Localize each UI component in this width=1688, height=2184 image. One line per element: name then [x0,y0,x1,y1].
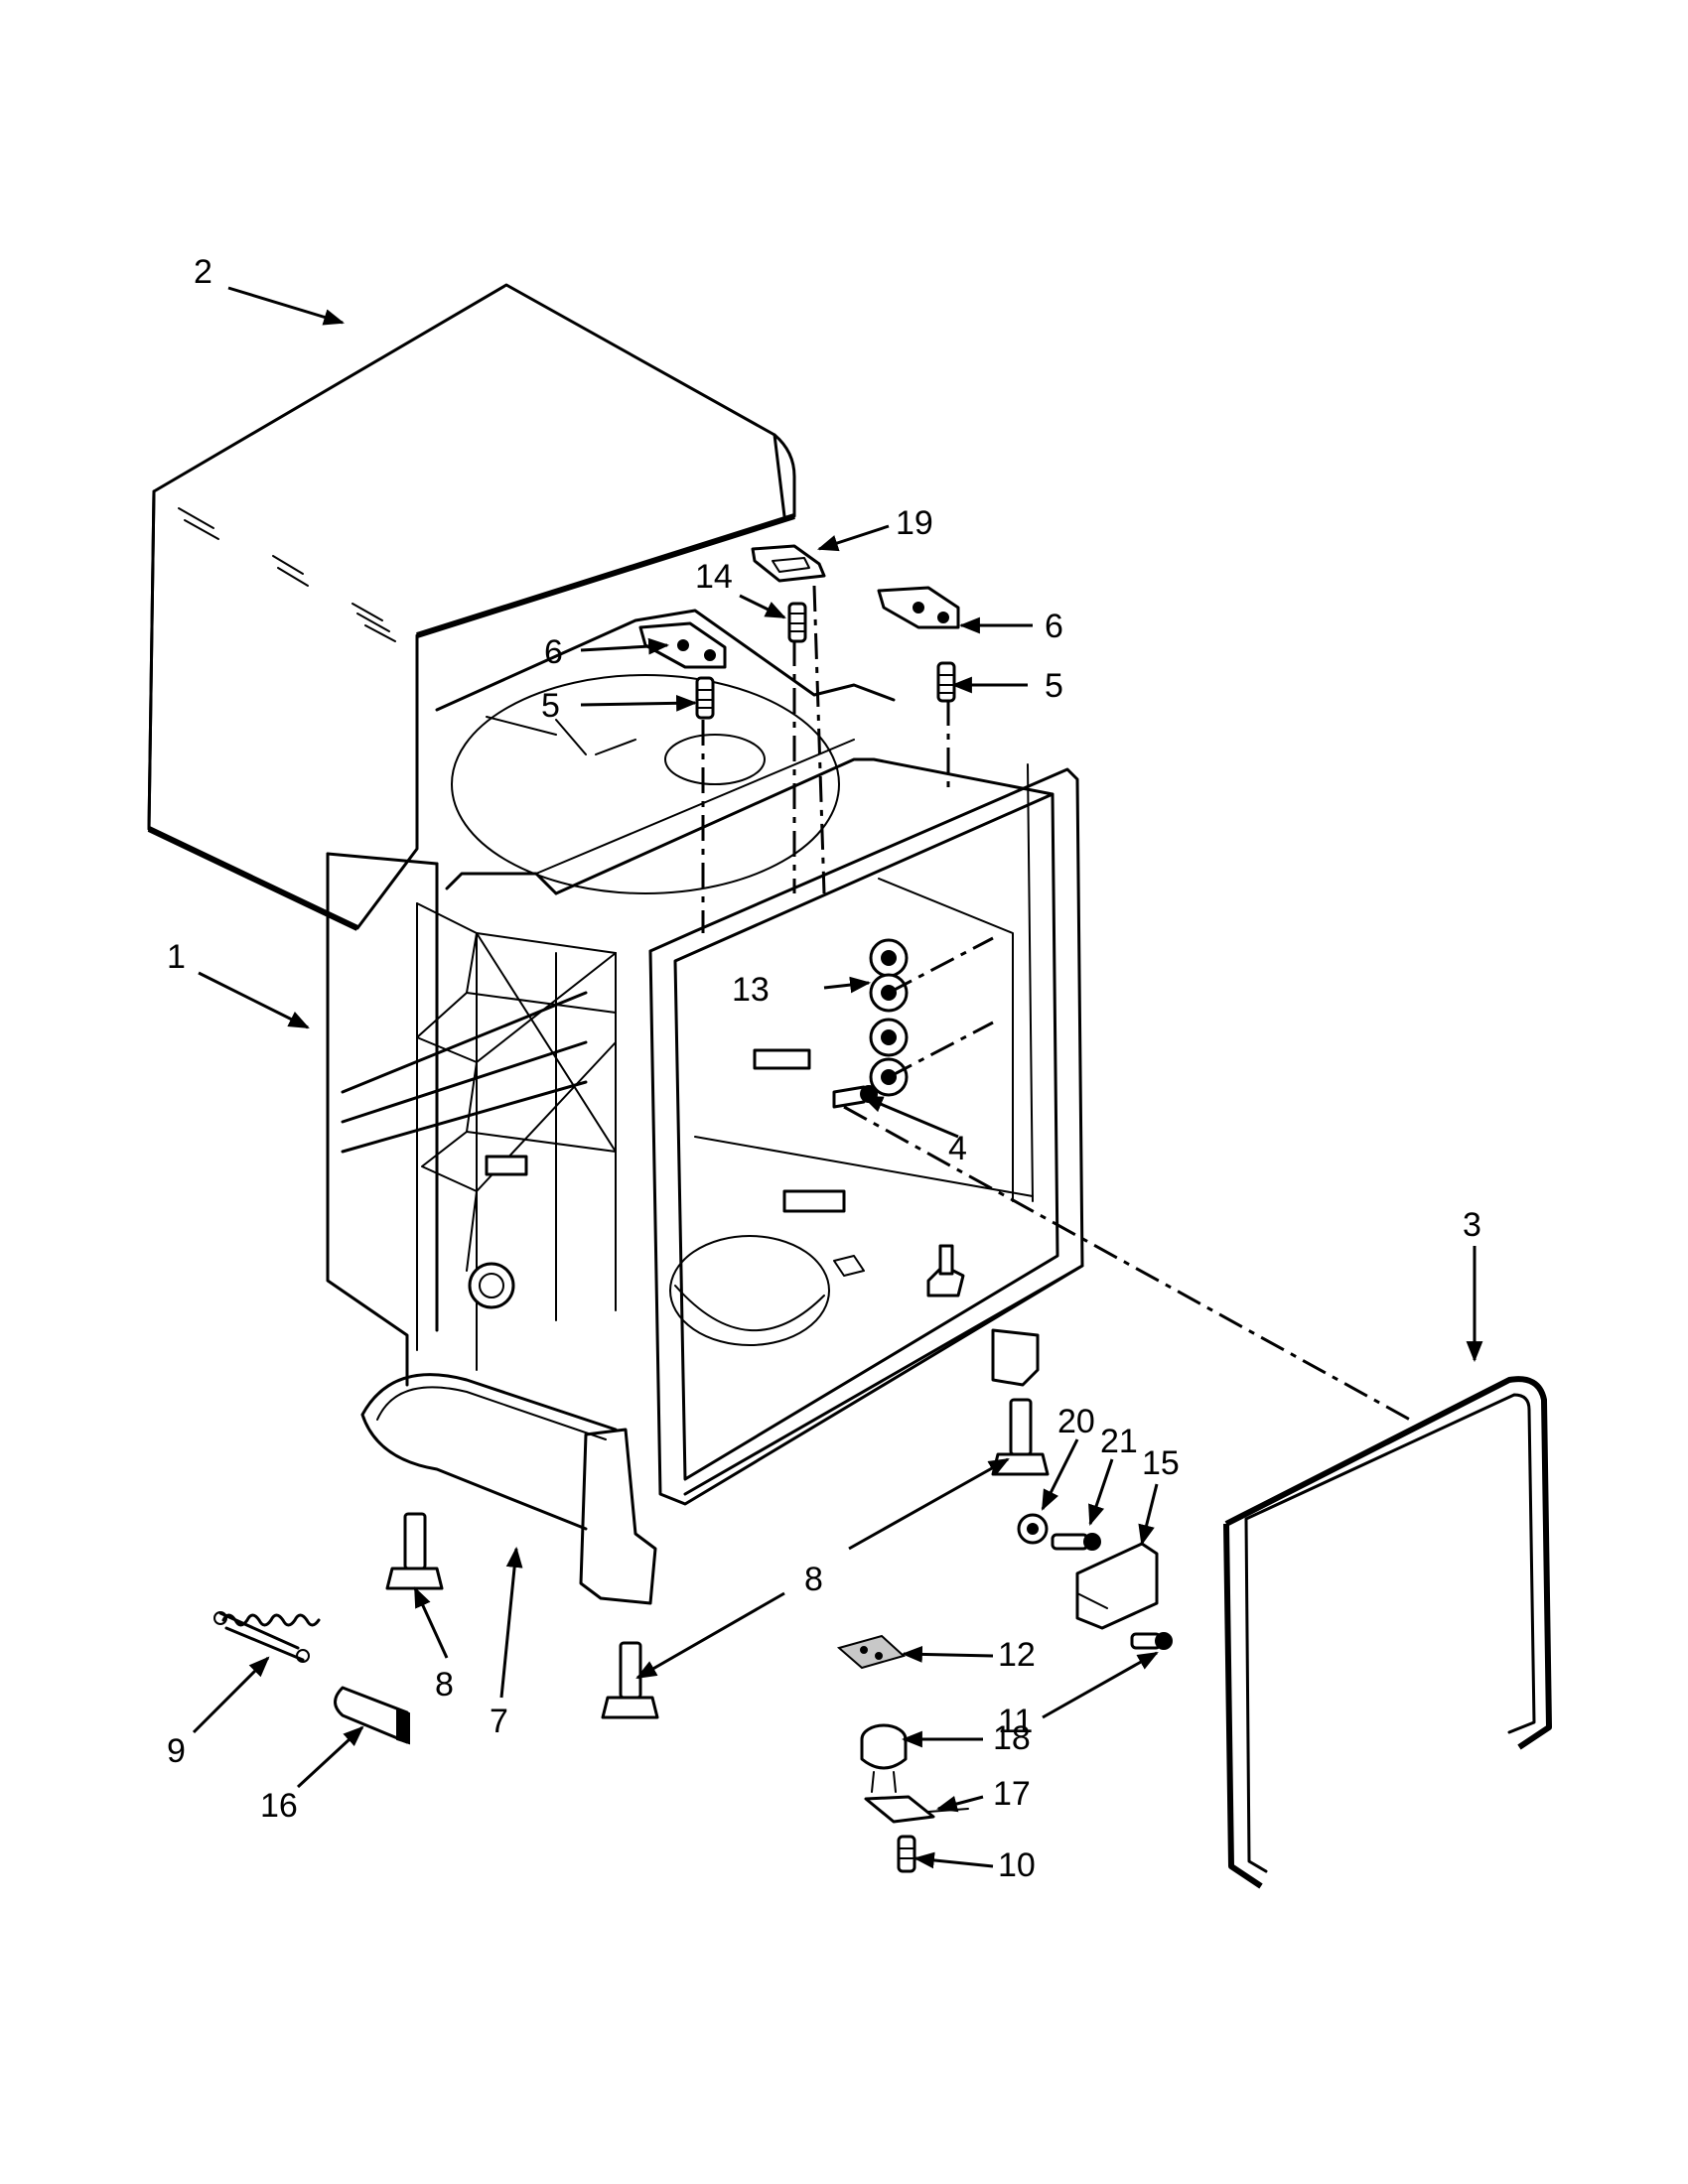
callout-17: 17 [993,1775,1031,1813]
clip-part-19 [751,544,826,583]
screw-part-14 [787,602,807,643]
leader-arrows [192,286,1483,1869]
bracket-part-17 [864,1795,969,1824]
callout-13: 13 [732,971,770,1009]
insulation-blanket-part [147,283,796,931]
callout-8-left: 8 [435,1666,454,1704]
tub-assembly-part [326,609,1084,1605]
callout-16: 16 [260,1787,298,1825]
callout-21: 21 [1100,1423,1138,1460]
cover-part-16 [334,1686,410,1745]
callout-5-right: 5 [1045,667,1063,705]
callout-6-right: 6 [1045,608,1063,645]
screw-part-21 [1051,1533,1101,1551]
leveling-leg-part-8-left [385,1512,444,1590]
hinge-bracket-right-part [877,586,960,629]
callout-3: 3 [1463,1206,1481,1244]
screw-part-11 [1130,1632,1173,1650]
screw-part-10 [897,1835,916,1873]
callout-7: 7 [490,1703,508,1740]
callout-1: 1 [167,938,186,976]
callout-8-center: 8 [804,1561,823,1598]
callout-15: 15 [1142,1444,1180,1482]
screw-part-5-right [936,661,956,703]
callout-11: 11 [998,1703,1033,1740]
callout-14: 14 [695,558,733,596]
callout-12: 12 [998,1636,1036,1674]
callout-20: 20 [1057,1403,1095,1440]
callout-5-left: 5 [541,687,560,725]
callout-4: 4 [948,1130,967,1167]
screw-part-4 [832,1085,878,1109]
callout-10: 10 [998,1846,1036,1884]
callout-9: 9 [167,1732,186,1770]
callout-19: 19 [896,504,933,542]
thermostat-part-18 [860,1723,908,1793]
pad-part-12 [836,1634,907,1670]
assembly-guide-lines [701,585,1411,1422]
spring-part-9 [213,1611,321,1663]
callout-labels: 1 2 3 4 5 5 6 6 7 8 8 8 9 10 11 12 13 14… [167,253,1481,1884]
callout-18: 18 [993,1719,1031,1757]
callout-2: 2 [194,253,212,291]
screw-part-5-left [695,676,715,720]
door-gasket-part [1223,1376,1552,1889]
callout-6-left: 6 [544,633,563,671]
bracket-part-15 [1075,1542,1159,1630]
leveling-leg-part-8-center [601,1641,659,1719]
nut-part-20 [1017,1513,1049,1545]
